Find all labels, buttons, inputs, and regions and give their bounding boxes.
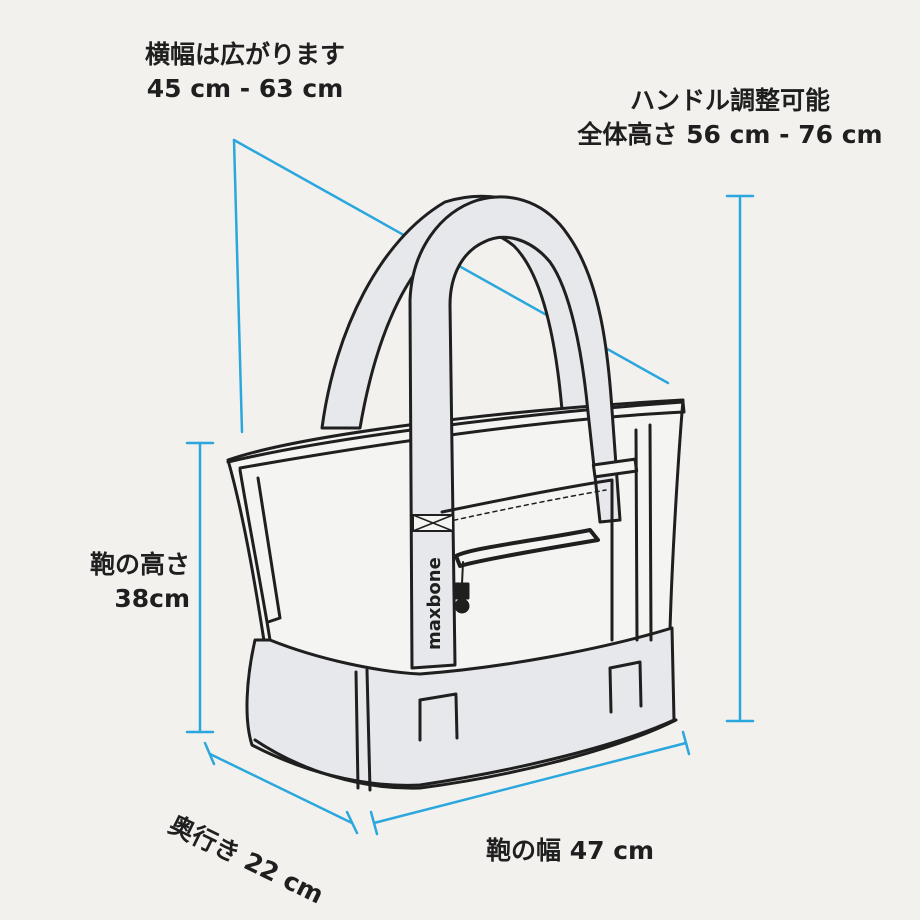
bag-height-dimension [185,441,215,734]
overall-height-dimension [725,194,755,723]
bag-height-label: 鞄の高さ 38cm [40,548,190,616]
bag-base [245,626,676,787]
handle-line2: 全体高さ 56 cm - 76 cm [577,120,883,149]
base-loop-left [418,692,459,742]
depth-dimension [203,741,359,835]
height-line1: 鞄の高さ [89,550,190,579]
width-expand-line-left [232,138,244,434]
zipper [454,528,600,568]
bag-width-dimension [369,730,691,836]
front-strap [408,195,622,670]
handle-line1: ハンドル調整可能 [629,86,830,115]
width-expand-line1: 横幅は広がります [144,40,345,69]
bag-width-label: 鞄の幅 47 cm [486,836,655,865]
height-line2: 38cm [114,584,190,613]
front-pocket [440,478,614,642]
brand-text: maxbone [424,557,445,650]
handle-adjust-label: ハンドル調整可能 全体高さ 56 cm - 76 cm [570,84,890,152]
zipper-pull [454,582,470,600]
width-expand-label: 横幅は広がります 45 cm - 63 cm [120,38,370,106]
base-loop-right [608,660,643,714]
width-expand-line2: 45 cm - 63 cm [146,74,344,103]
